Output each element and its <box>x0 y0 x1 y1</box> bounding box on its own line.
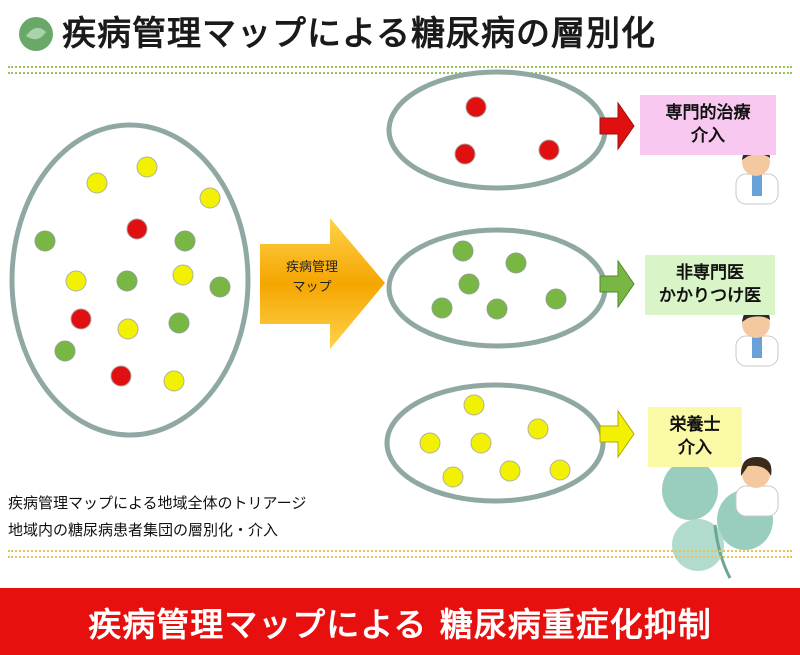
high-risk-dots <box>454 96 560 165</box>
nonspecialist-box: 非専門医 かかりつけ医 <box>645 255 775 315</box>
green-dot <box>168 312 190 334</box>
yellow-dot <box>470 432 492 454</box>
dietitian-box-line1: 栄養士 <box>669 415 721 435</box>
green-dot <box>34 230 56 252</box>
note-line: 疾病管理マップによる地域全体のトリアージ <box>8 494 307 512</box>
note-line: 地域内の糖尿病患者集団の層別化・介入 <box>8 521 279 539</box>
green-dot <box>431 297 453 319</box>
high-risk-ellipse <box>386 69 608 191</box>
green-dot <box>54 340 76 362</box>
dietitian-box: 栄養士 介入 <box>648 407 742 467</box>
yellow-dot <box>86 172 108 194</box>
yellow-dot <box>199 187 221 209</box>
green-dot <box>486 298 508 320</box>
top-divider <box>8 66 792 68</box>
clover-logo-icon <box>19 17 53 51</box>
red-dot <box>454 143 476 165</box>
red-dot <box>126 218 148 240</box>
green-dot <box>458 273 480 295</box>
dietitian-box-line2: 介入 <box>678 438 712 458</box>
yellow-arrow-icon <box>599 409 635 459</box>
mid-risk-ellipse <box>386 227 608 349</box>
map-arrow-label: 疾病管理 マップ <box>262 258 362 298</box>
red-dot <box>465 96 487 118</box>
low-risk-ellipse <box>384 382 606 504</box>
doctor-icon <box>735 307 779 367</box>
clover-leaf-icon <box>662 460 773 579</box>
yellow-dot <box>172 264 194 286</box>
yellow-dot <box>136 156 158 178</box>
yellow-dot <box>65 270 87 292</box>
yellow-dot <box>163 370 185 392</box>
green-dot <box>545 288 567 310</box>
population-dots <box>34 156 231 392</box>
red-dot <box>70 308 92 330</box>
stratification-diagram <box>9 69 779 579</box>
yellow-dot <box>549 459 571 481</box>
bottom-divider <box>8 550 792 552</box>
red-arrow-icon <box>599 101 635 151</box>
green-dot <box>174 230 196 252</box>
red-dot <box>110 365 132 387</box>
dietitian-icon <box>735 456 779 517</box>
population-ellipse <box>9 122 251 438</box>
yellow-dot <box>117 318 139 340</box>
nonspecialist-box-line2: かかりつけ医 <box>658 286 762 306</box>
specialist-treatment-box: 専門的治療 介入 <box>640 95 776 155</box>
nonspecialist-box-line1: 非専門医 <box>676 263 744 283</box>
bottom-banner: 疾病管理マップによる 糖尿病重症化抑制 <box>0 588 800 655</box>
yellow-dot <box>463 394 485 416</box>
yellow-dot <box>419 432 441 454</box>
specialist-box-line2: 介入 <box>691 126 725 146</box>
page-title: 疾病管理マップによる糖尿病の層別化 <box>62 14 656 54</box>
green-dot <box>452 240 474 262</box>
yellow-dot <box>527 418 549 440</box>
red-dot <box>538 139 560 161</box>
banner-text: 疾病管理マップによる 糖尿病重症化抑制 <box>88 604 712 644</box>
mid-risk-dots <box>431 240 567 320</box>
green-dot <box>116 270 138 292</box>
green-dot <box>505 252 527 274</box>
map-arrow-icon <box>260 218 385 349</box>
specialist-box-line1: 専門的治療 <box>665 103 751 123</box>
arrow-label-line1: 疾病管理 <box>285 260 338 275</box>
green-arrow-icon <box>599 259 635 309</box>
yellow-dot <box>442 466 464 488</box>
arrow-label-line2: マップ <box>292 280 332 295</box>
top-divider-2 <box>8 72 792 74</box>
green-dot <box>209 276 231 298</box>
yellow-dot <box>499 460 521 482</box>
bottom-divider-2 <box>8 556 792 558</box>
low-risk-dots <box>419 394 571 488</box>
